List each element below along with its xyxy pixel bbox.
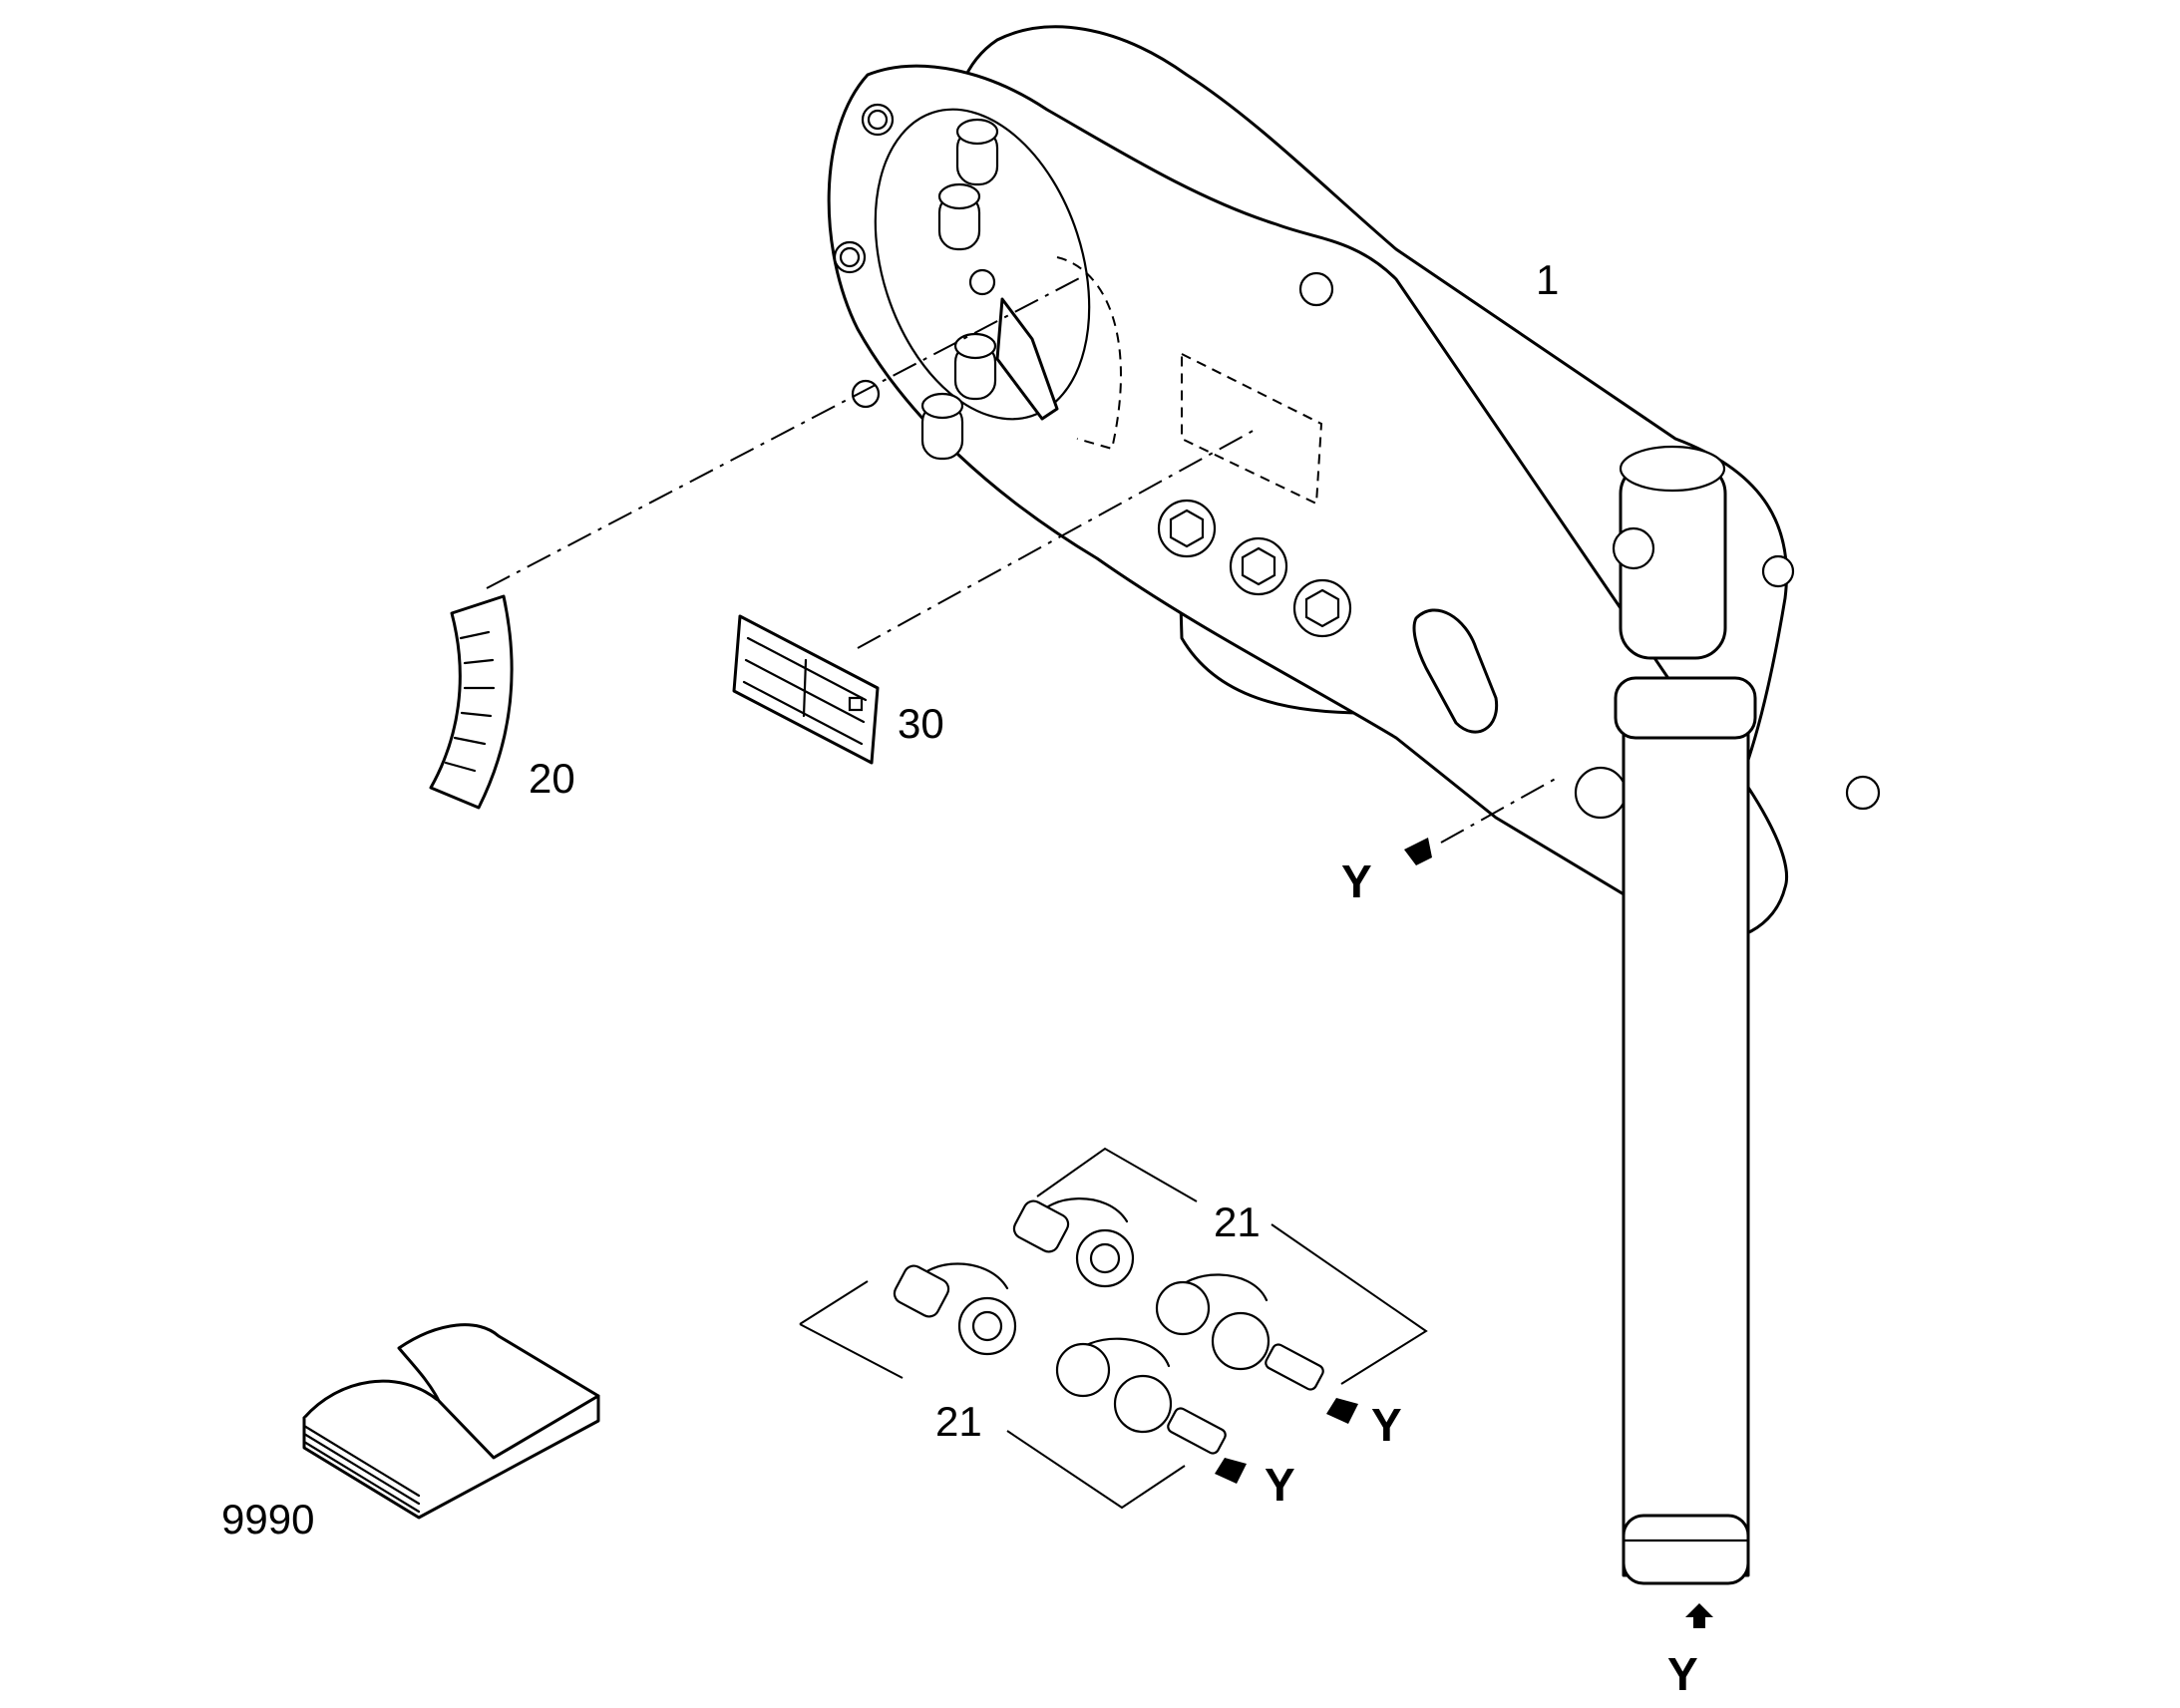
- arrow-bottom: [1685, 1603, 1713, 1628]
- coupling-pair-4: [1055, 1337, 1227, 1455]
- callout-part-1: 1: [1536, 256, 1559, 303]
- direction-arrows: [1215, 838, 1713, 1628]
- arrow-upper: [1404, 838, 1432, 865]
- marker-y-coupling-left: Y: [1265, 1459, 1295, 1511]
- part-21-quick-couplings: [799, 1147, 1428, 1510]
- part-30-data-plate: [732, 614, 880, 765]
- hex-bolts: [1157, 499, 1352, 638]
- callout-labels: 1 20 30 21 21 9990 Y Y Y Y: [221, 256, 1698, 1700]
- callout-part-21-bottom: 21: [935, 1398, 982, 1445]
- marker-y-upper: Y: [1341, 855, 1372, 907]
- callout-part-21-top: 21: [1214, 1198, 1261, 1245]
- callout-part-20: 20: [529, 755, 575, 802]
- arrow-coupling-right: [1326, 1398, 1358, 1424]
- coupling-pair-1: [1012, 1197, 1135, 1288]
- leader-lines: [486, 273, 1562, 844]
- arrow-coupling-left: [1215, 1458, 1247, 1484]
- callout-part-30: 30: [898, 700, 944, 747]
- coupling-pair-2: [893, 1262, 1017, 1356]
- marker-y-bottom: Y: [1667, 1648, 1698, 1700]
- part-20-curved-scale: [429, 594, 514, 810]
- marker-y-coupling-right: Y: [1371, 1399, 1402, 1451]
- drive-pins: [920, 118, 999, 461]
- part-9990-manual: [302, 1323, 600, 1520]
- callout-part-9990: 9990: [221, 1496, 314, 1542]
- coupling-pair-3: [1155, 1273, 1324, 1391]
